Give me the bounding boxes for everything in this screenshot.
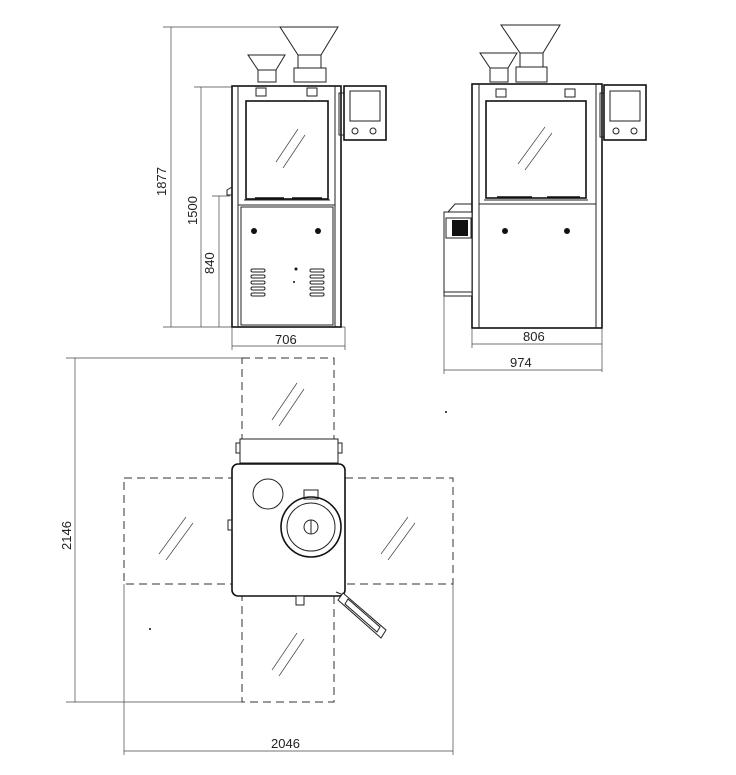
label-974: 974: [510, 355, 532, 370]
large-hopper: [279, 26, 339, 83]
front-view: 1877 1500 840: [154, 26, 387, 350]
handwheel-handle: [295, 591, 387, 639]
clearance-bottom: [241, 583, 335, 703]
clearance-left: [123, 477, 233, 585]
plan-body: [231, 463, 346, 597]
clearance-right: [344, 477, 454, 585]
dim-plan-width: 2046: [123, 584, 454, 755]
label-2046: 2046: [271, 736, 300, 751]
label-1877: 1877: [154, 167, 169, 196]
label-840: 840: [202, 252, 217, 274]
small-hopper: [247, 54, 286, 83]
dim-side-total-width: 974: [443, 296, 602, 374]
dim-front-width: 706: [231, 327, 346, 350]
dim-front-total-height: 1877: [154, 26, 300, 327]
side-motor-box: [443, 203, 473, 297]
clearance-top: [241, 357, 335, 465]
small-hopper-outlet: [252, 478, 284, 510]
label-806: 806: [523, 329, 545, 344]
plan-view: 2146 2046: [59, 357, 454, 755]
label-706: 706: [275, 332, 297, 347]
side-body: [471, 83, 603, 329]
dim-plan-depth: 2146: [59, 357, 242, 703]
side-control-panel: [603, 84, 647, 141]
side-window: [485, 100, 587, 199]
side-view: 806 974: [443, 24, 647, 374]
front-window: [245, 100, 329, 200]
dim-front-lower-height: 840: [202, 195, 230, 327]
front-control-panel: [338, 85, 387, 141]
turret: [280, 489, 342, 558]
vent-right: [309, 268, 325, 297]
label-2146: 2146: [59, 521, 74, 550]
dim-front-body-height: 1500: [185, 86, 232, 327]
dim-side-body-width: 806: [471, 328, 603, 372]
vent-left: [250, 268, 266, 297]
label-1500: 1500: [185, 196, 200, 225]
